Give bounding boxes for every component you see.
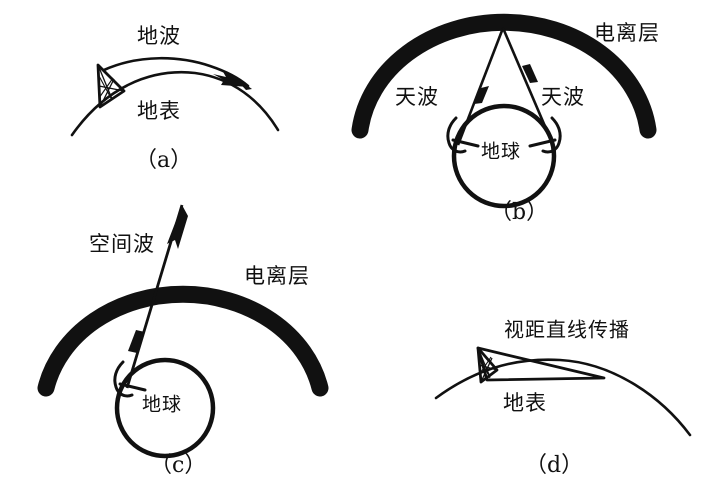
panel-c-antenna-hook: [113, 360, 134, 398]
panel-c-spacewave-mid-arrowhead-icon: [128, 330, 145, 353]
panel-a-ground-wave-label: 地波: [137, 24, 181, 48]
panel-d-tower-strut-3: [480, 357, 493, 383]
panel-d-propagation-label: 视距直线传播: [504, 318, 630, 342]
panel-a: 地波 地表 （a）: [70, 24, 280, 173]
panel-d-tower-strut-2: [477, 347, 491, 378]
panel-a-tower-strut-4: [98, 85, 125, 92]
panel-c-spacewave-arrowhead-icon: [167, 205, 188, 249]
panel-d-caption: （d）: [525, 453, 583, 478]
panel-d-tower-strut-6: [478, 356, 492, 376]
panel-a-antenna-tower: [96, 63, 126, 109]
panel-d-tower-strut-4: [478, 364, 498, 371]
panel-c: 空间波 电离层 地球 （c）: [37, 204, 329, 478]
panel-c-caption: （c）: [150, 453, 206, 478]
panel-b-skywave-left-label: 天波: [395, 85, 439, 109]
panel-b-skywave-up-arrowhead-icon: [474, 86, 489, 104]
panel-b-left-antenna-hook: [446, 116, 467, 154]
panel-c-earth-label: 地球: [142, 394, 182, 416]
panel-b-caption: （b）: [490, 200, 548, 225]
panel-b-skywave-down-ray: [501, 27, 555, 146]
panel-b-ionosphere-arc: [351, 13, 657, 139]
panel-c-antenna-base: [118, 382, 147, 392]
panel-b-right-antenna-hook: [541, 116, 562, 154]
panel-b-skywave-up-ray: [456, 27, 505, 146]
panel-c-antenna: [113, 360, 147, 398]
panel-b-ionosphere-label: 电离层: [594, 21, 660, 45]
panel-b-skywave-down-arrowhead-icon: [522, 64, 538, 83]
panel-b-earth-label: 地球: [481, 141, 521, 163]
panel-a-wave-arrow-tail: [230, 73, 252, 90]
panel-a-ground-surface-label: 地表: [137, 99, 181, 123]
panel-b-left-antenna-base: [451, 138, 480, 148]
panel-a-tower-strut-6: [98, 77, 114, 99]
panel-d-ground-surface-label: 地表: [503, 391, 547, 415]
panel-c-ionosphere-arc: [37, 285, 329, 397]
panel-c-earth-circle: [114, 357, 216, 459]
panel-d: 视距直线传播 地表 （d）: [434, 318, 692, 478]
panel-d-antenna-tower: [476, 346, 499, 384]
panel-b-earth-circle: [451, 103, 557, 209]
panel-c-spacewave-label: 空间波: [89, 232, 155, 256]
panel-b-skywave-right-label: 天波: [541, 85, 585, 109]
panel-a-ground-wave-curve: [102, 56, 250, 88]
panel-c-ionosphere-label: 电离层: [244, 264, 310, 288]
panel-b-left-antenna: [446, 116, 480, 154]
panel-a-caption: （a）: [135, 148, 192, 173]
panel-d-ground-surface-curve: [434, 358, 692, 437]
panel-b: 电离层 天波 天波 地球 （b）: [351, 13, 660, 225]
panel-a-tower-strut-3: [99, 78, 115, 108]
panel-a-tower-strut-2: [97, 64, 113, 100]
